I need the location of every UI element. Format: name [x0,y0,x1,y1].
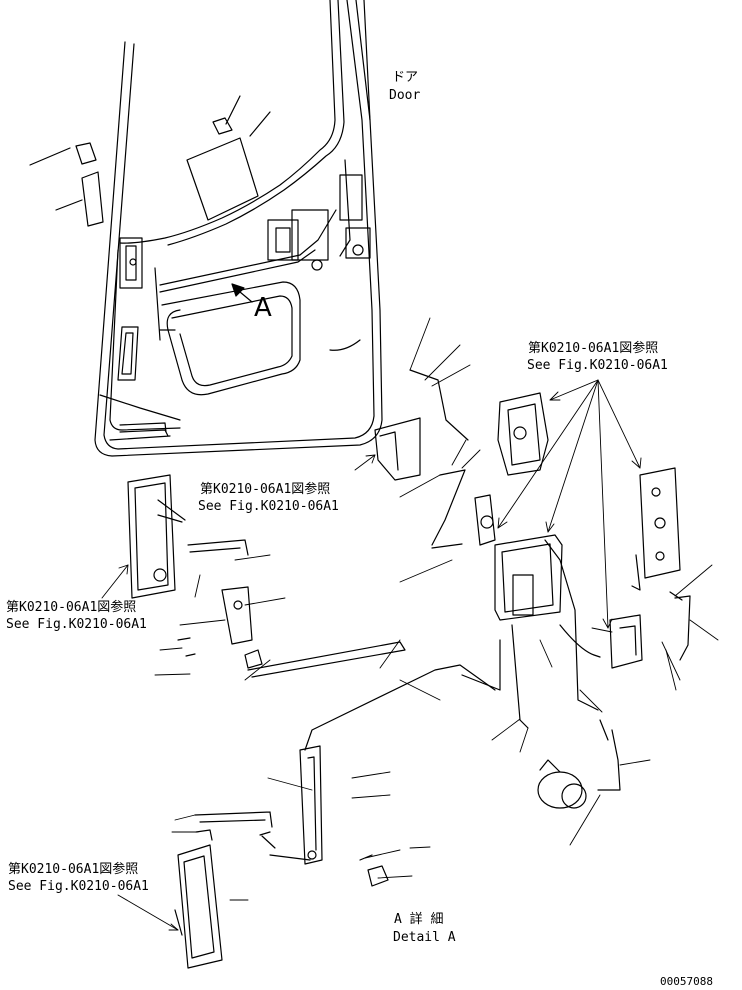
door-label-en: Door [389,88,421,103]
ref-label-center-jp: 第K0210-06A1図参照 [200,482,331,497]
ref-label-bottom-jp: 第K0210-06A1図参照 [8,862,139,877]
right-rods [597,591,691,791]
ref-label-center-en: See Fig.K0210-06A1 [198,499,339,514]
door-body [94,0,383,457]
leader-lines [154,317,719,901]
ref-label-left-en: See Fig.K0210-06A1 [6,617,147,632]
bolts-topleft [29,95,271,227]
ref-label-bottom-en: See Fig.K0210-06A1 [8,879,149,894]
detail-a-marker: A [254,293,272,323]
door-lock-assembly [117,174,371,396]
reference-arrows [101,379,642,931]
ref-label-right-jp: 第K0210-06A1図参照 [528,341,659,356]
detail-a-title-en: Detail A [393,930,456,945]
drawing-number: 00057088 [660,975,713,988]
door-panel [186,137,259,221]
ref-label-left-jp: 第K0210-06A1図参照 [6,600,137,615]
striker-plate [609,467,681,669]
inner-handle [174,844,223,969]
detail-a-arrow [231,283,253,303]
key-cylinder [537,759,587,809]
left-lock-assembly [127,474,406,887]
door-label-jp: ドア [392,70,419,85]
lock-bracket-assembly [304,369,601,751]
ref-label-right-en: See Fig.K0210-06A1 [527,358,668,373]
detail-a-title-jp: A 詳 細 [394,912,444,927]
